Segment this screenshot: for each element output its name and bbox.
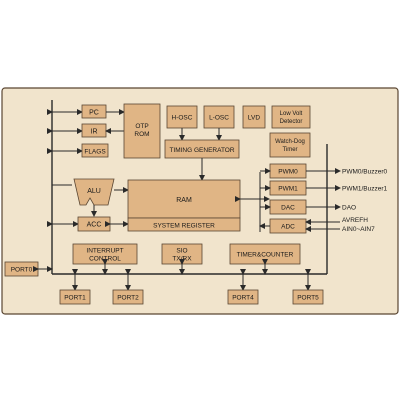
pwm1-output-label: PWM1/Buzzer1	[342, 186, 388, 193]
watchdog-label-line1: Watch-Dog	[275, 139, 305, 145]
otp-rom-label-line2: ROM	[134, 131, 149, 138]
port4-label: PORT4	[232, 295, 254, 302]
ram-block	[127, 179, 241, 219]
port1-block	[59, 289, 91, 305]
h-osc-label: H-OSC	[172, 115, 193, 122]
port1-label: PORT1	[64, 295, 86, 302]
port2-block	[112, 289, 144, 305]
flags-label: FLAGS	[84, 149, 106, 156]
sio-label-line1: SIO	[176, 248, 187, 255]
port2-label: PORT2	[117, 295, 139, 302]
flags-block	[81, 143, 109, 158]
dao-output-label: DAO	[342, 205, 356, 212]
avrefh-input-label: AVREFH	[342, 217, 368, 224]
ram-label: RAM	[176, 197, 192, 204]
port5-block	[292, 289, 324, 305]
port5-label: PORT5	[297, 295, 319, 302]
port0-label: PORT0	[11, 267, 33, 274]
low-volt-detector-block	[271, 105, 311, 129]
interrupt-label-line2: CONTROL	[89, 256, 121, 263]
system-register-block	[127, 217, 241, 232]
acc-label: ACC	[87, 222, 102, 229]
ain-input-label: AIN0~AIN7	[342, 226, 375, 233]
ir-label: IR	[91, 129, 98, 136]
watchdog-timer-block	[269, 132, 311, 158]
adc-label: ADC	[281, 224, 295, 231]
low-volt-label-line1: Low Volt	[280, 111, 303, 117]
l-osc-label: L-OSC	[209, 115, 229, 122]
low-volt-label-line2: Detector	[280, 119, 303, 125]
pwm0-output-label: PWM0/Buzzer0	[342, 169, 388, 176]
dac-label: DAC	[281, 205, 295, 212]
otp-rom-block	[123, 103, 161, 159]
lvd-label: LVD	[248, 115, 260, 122]
pc-label: PC	[89, 110, 99, 117]
otp-rom-label-line1: OTP	[135, 123, 148, 130]
system-register-label: SYSTEM REGISTER	[153, 223, 215, 230]
lvd-block	[242, 105, 266, 129]
pwm1-label: PWM1	[278, 186, 298, 193]
timer-counter-label: TIMER&COUNTER	[237, 252, 294, 259]
pwm0-label: PWM0	[278, 169, 298, 176]
sio-label-line2: TX/RX	[172, 256, 192, 263]
watchdog-label-line2: Timer	[282, 147, 297, 153]
port4-block	[227, 289, 259, 305]
timing-generator-label: TIMING GENERATOR	[169, 147, 234, 154]
interrupt-label-line1: INTERRUPT	[86, 248, 123, 255]
alu-block	[73, 178, 115, 206]
alu-label: ALU	[87, 188, 101, 195]
